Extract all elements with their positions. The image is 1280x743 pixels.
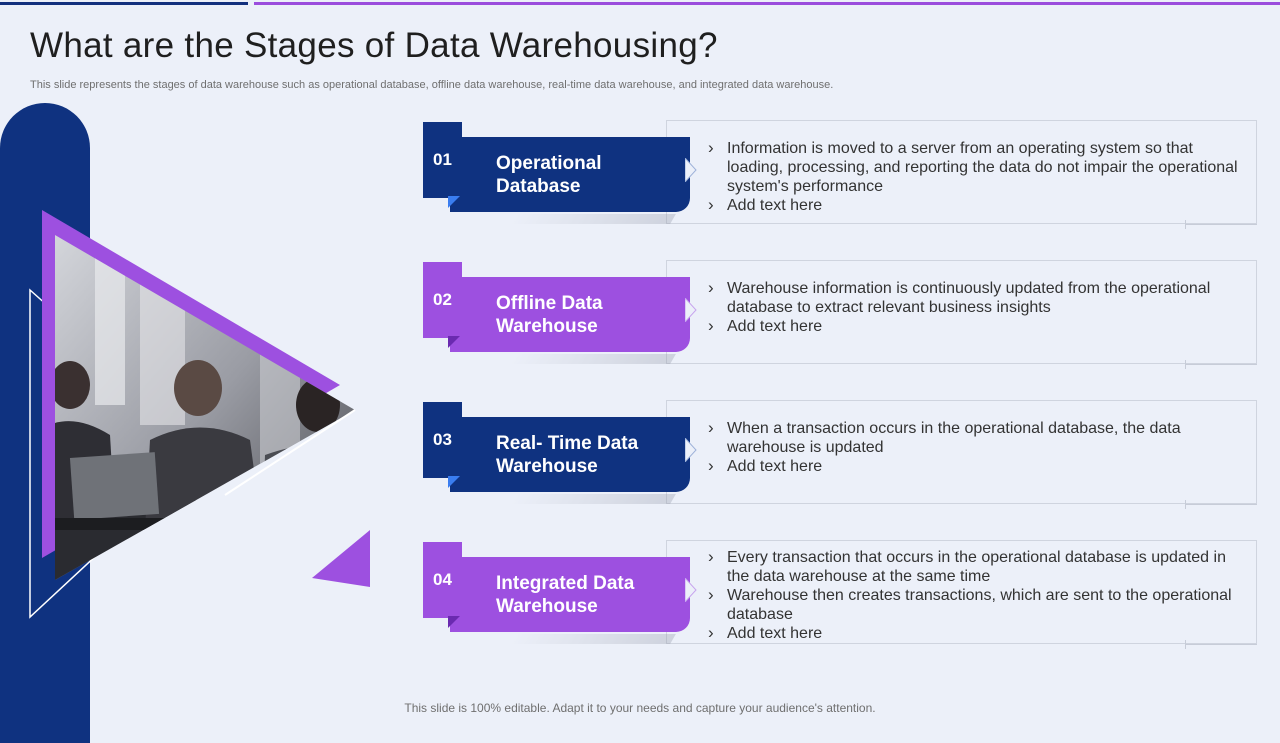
ribbon-shadow — [510, 494, 676, 504]
team-photo-triangle — [29, 210, 370, 619]
chevron-right-icon — [685, 578, 697, 602]
top-accent-line-blue — [0, 2, 248, 5]
stage-bullet-list: Information is moved to a server from an… — [708, 138, 1238, 215]
stage-operational-database: Operational Database 01 Information is m… — [423, 120, 1263, 245]
stage-number-badge: 01 — [423, 122, 462, 198]
chevron-right-icon — [685, 438, 697, 462]
stage-label: Offline Data Warehouse — [496, 292, 603, 337]
stage-number-badge: 03 — [423, 402, 462, 478]
badge-fold — [448, 616, 460, 628]
stage-label: Integrated Data Warehouse — [496, 572, 635, 617]
chevron-right-icon — [685, 298, 697, 322]
bullet-item: Warehouse information is continuously up… — [708, 278, 1238, 317]
bullet-item: Information is moved to a server from an… — [708, 138, 1238, 196]
photo-edge-highlight — [224, 409, 356, 496]
slide-footer-note: This slide is 100% editable. Adapt it to… — [404, 701, 876, 715]
stage-real-time-data-warehouse: Real- Time Data Warehouse 03 When a tran… — [423, 400, 1263, 525]
stage-ribbon: Offline Data Warehouse — [450, 277, 690, 352]
stage-bullet-list: Every transaction that occurs in the ope… — [708, 547, 1238, 643]
ribbon-shadow — [510, 634, 676, 644]
stage-label: Operational Database — [496, 152, 602, 197]
bullet-item: Every transaction that occurs in the ope… — [708, 547, 1238, 586]
ribbon-shadow — [510, 354, 676, 364]
photo — [55, 235, 355, 580]
badge-fold — [448, 336, 460, 348]
bullet-item: Add text here — [708, 623, 1238, 643]
purple-corner-accent — [312, 530, 370, 587]
stage-ribbon: Real- Time Data Warehouse — [450, 417, 690, 492]
bullet-item: Add text here — [708, 316, 1238, 336]
stage-ribbon: Integrated Data Warehouse — [450, 557, 690, 632]
bullet-item: Add text here — [708, 195, 1238, 215]
chevron-right-icon — [685, 158, 697, 182]
stage-integrated-data-warehouse: Integrated Data Warehouse 04 Every trans… — [423, 540, 1263, 665]
bullet-item: Warehouse then creates transactions, whi… — [708, 585, 1238, 624]
badge-fold — [448, 476, 460, 488]
bullet-item: Add text here — [708, 456, 1238, 476]
stage-number-badge: 02 — [423, 262, 462, 338]
ribbon-shadow — [510, 214, 676, 224]
stage-ribbon: Operational Database — [450, 137, 690, 212]
slide-subtitle: This slide represents the stages of data… — [30, 79, 834, 91]
stage-bullet-list: When a transaction occurs in the operati… — [708, 418, 1238, 476]
top-accent-line-purple — [254, 2, 1280, 5]
stage-offline-data-warehouse: Offline Data Warehouse 02 Warehouse info… — [423, 260, 1263, 385]
stage-label: Real- Time Data Warehouse — [496, 432, 639, 477]
stage-bullet-list: Warehouse information is continuously up… — [708, 278, 1238, 336]
bullet-item: When a transaction occurs in the operati… — [708, 418, 1238, 457]
slide-title: What are the Stages of Data Warehousing? — [30, 26, 718, 65]
badge-fold — [448, 196, 460, 208]
stage-number-badge: 04 — [423, 542, 462, 618]
